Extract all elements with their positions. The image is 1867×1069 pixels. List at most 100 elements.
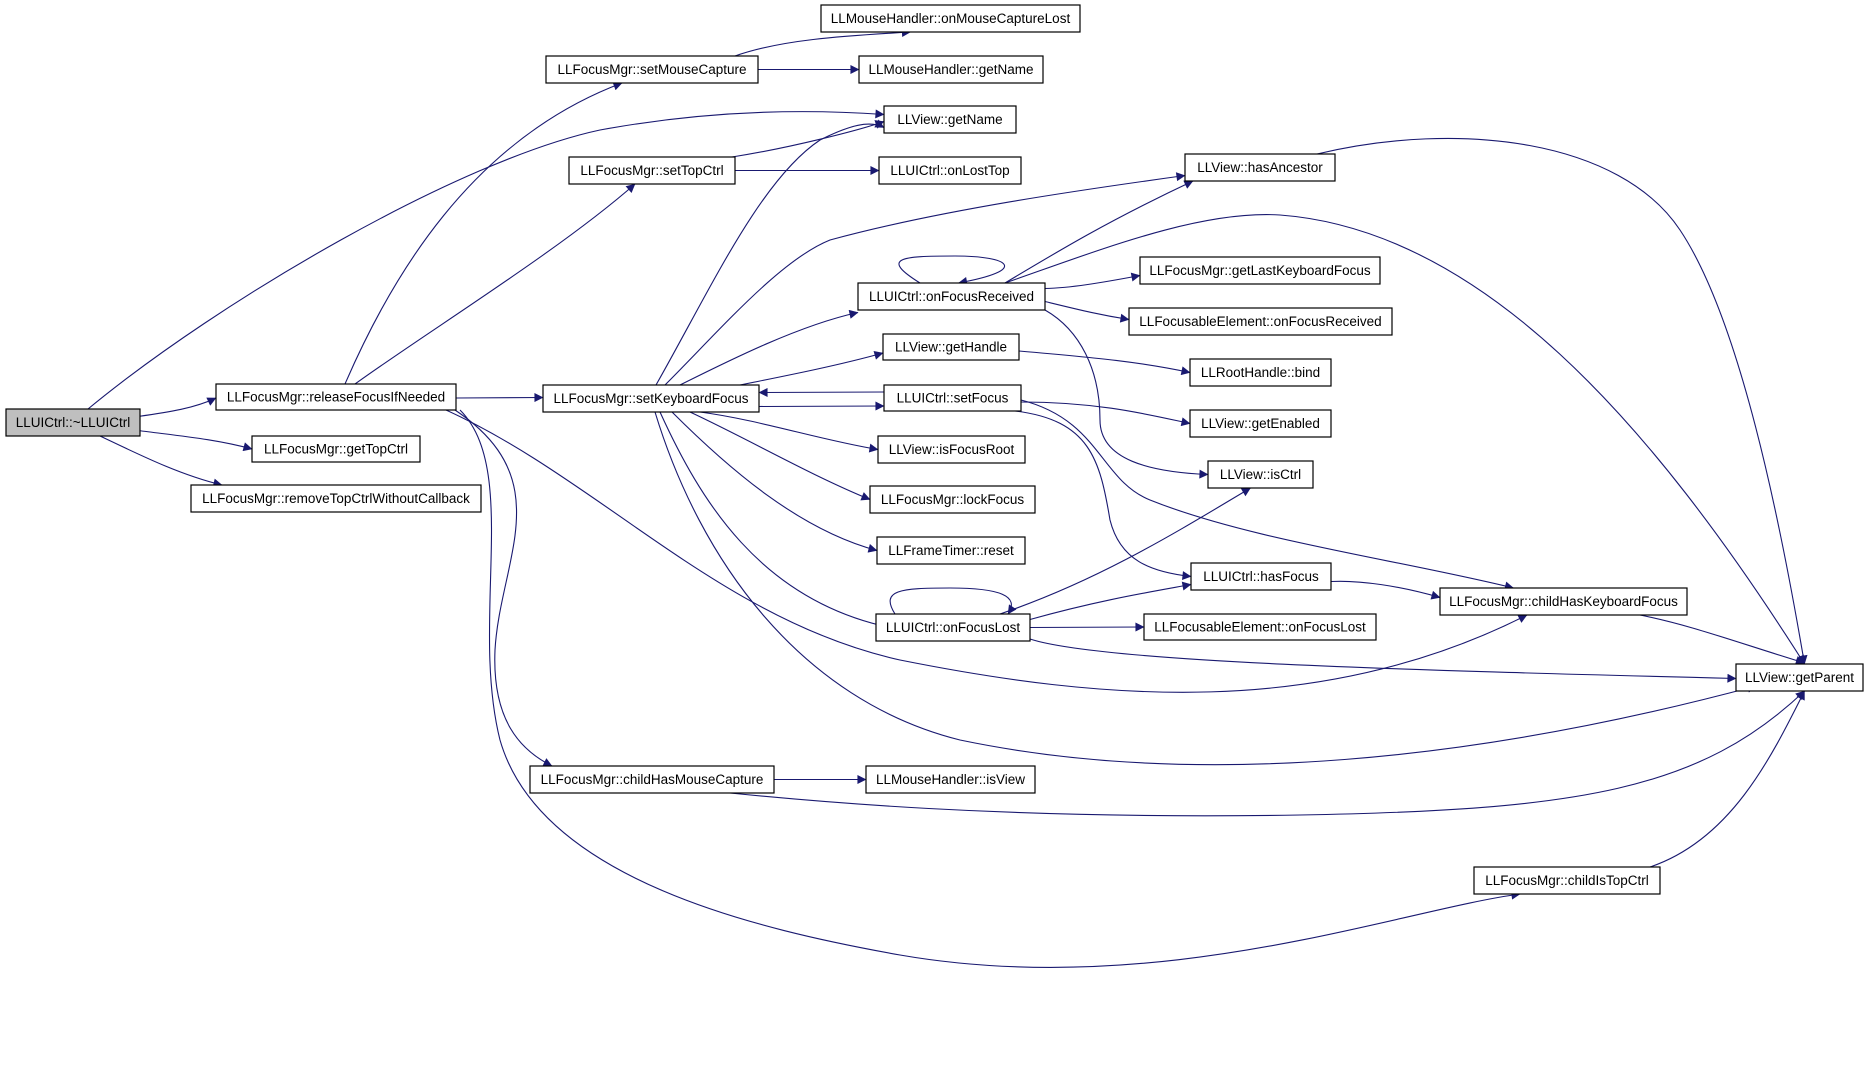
node-llfocusmgr-childhaskeyboardfocus[interactable]: LLFocusMgr::childHasKeyboardFocus bbox=[1439, 587, 1688, 616]
node-llfocusmgr-settopctrl[interactable]: LLFocusMgr::setTopCtrl bbox=[568, 156, 736, 185]
node-llview-gethandle[interactable]: LLView::getHandle bbox=[882, 333, 1020, 361]
node-box bbox=[542, 384, 760, 413]
node-llview-isfocusroot[interactable]: LLView::isFocusRoot bbox=[877, 435, 1026, 464]
node-llframetimer-reset[interactable]: LLFrameTimer::reset bbox=[876, 536, 1026, 565]
edge-n1-to-n24 bbox=[445, 409, 1528, 693]
node-box bbox=[1473, 866, 1661, 895]
edge-n15-to-n16 bbox=[1018, 350, 1191, 376]
node-lluictrl-hasfocus[interactable]: LLUICtrl::hasFocus bbox=[1190, 562, 1332, 591]
node-label: LLView::getHandle bbox=[895, 340, 1007, 355]
node-llview-hasancestor[interactable]: LLView::hasAncestor bbox=[1184, 153, 1336, 182]
node-llview-getname[interactable]: LLView::getName bbox=[883, 105, 1017, 134]
node-box bbox=[251, 435, 421, 463]
node-label: LLFrameTimer::reset bbox=[888, 543, 1014, 558]
node-box bbox=[1189, 358, 1332, 387]
node-lluictrl-setfocus[interactable]: LLUICtrl::setFocus bbox=[883, 384, 1022, 412]
edge-n12-to-n12 bbox=[898, 255, 1006, 286]
edge-n11-to-n27 bbox=[1316, 137, 1808, 665]
node-llfocusmgr-releasefocusifneeded[interactable]: LLFocusMgr::releaseFocusIfNeeded bbox=[215, 383, 457, 411]
node-lluictrl-onlosttop[interactable]: LLUICtrl::onLostTop bbox=[878, 156, 1022, 185]
edge-n25-to-n27 bbox=[1029, 638, 1737, 683]
node-llfocusmgr-getlastkeyboardfocus[interactable]: LLFocusMgr::getLastKeyboardFocus bbox=[1139, 256, 1381, 285]
node-llfocusableelement-onfocuslost[interactable]: LLFocusableElement::onFocusLost bbox=[1143, 613, 1377, 641]
edge-n10-to-n25 bbox=[659, 411, 891, 631]
node-box bbox=[820, 4, 1081, 33]
node-box bbox=[568, 156, 736, 185]
edge-n25-to-n26 bbox=[1029, 622, 1145, 632]
node-label: LLFocusMgr::setKeyboardFocus bbox=[553, 391, 748, 406]
node-llmousehandler-onmousecapturelost[interactable]: LLMouseHandler::onMouseCaptureLost bbox=[820, 4, 1081, 33]
node-label: LLFocusMgr::childHasMouseCapture bbox=[541, 772, 764, 787]
node-label: LLUICtrl::onFocusLost bbox=[886, 620, 1021, 635]
node-box bbox=[1439, 587, 1688, 616]
edge-n0-to-n1 bbox=[137, 397, 217, 418]
edge-n12-to-n27 bbox=[1004, 214, 1805, 665]
node-label: LLUICtrl::onFocusReceived bbox=[869, 289, 1034, 304]
node-label: LLMouseHandler::getName bbox=[868, 62, 1033, 77]
edge-n10-to-n21 bbox=[689, 411, 871, 501]
node-label: LLView::getParent bbox=[1745, 670, 1854, 685]
edge-n1-to-n8 bbox=[354, 183, 636, 385]
node-llfocusmgr-gettopctrl[interactable]: LLFocusMgr::getTopCtrl bbox=[251, 435, 421, 463]
node-box bbox=[869, 485, 1036, 514]
node-llview-isctrl[interactable]: LLView::isCtrl bbox=[1207, 460, 1314, 489]
edge-n10-to-n11 bbox=[664, 172, 1186, 386]
node-label: LLFocusMgr::setMouseCapture bbox=[557, 62, 746, 77]
edge-n17-to-n24 bbox=[1020, 399, 1514, 591]
node-box bbox=[1207, 460, 1314, 489]
node-label: LLFocusMgr::childIsTopCtrl bbox=[1485, 873, 1649, 888]
edge-n25-to-n20 bbox=[999, 487, 1251, 615]
node-label: LLUICtrl::onLostTop bbox=[890, 163, 1009, 178]
edge-n12-to-n14 bbox=[1044, 300, 1130, 323]
node-label: LLView::getEnabled bbox=[1201, 416, 1320, 431]
node-llfocusmgr-removetopctrlwithoutcallback[interactable]: LLFocusMgr::removeTopCtrlWithoutCallback bbox=[190, 484, 482, 513]
node-box bbox=[883, 105, 1017, 134]
edge-n17-to-n10 bbox=[758, 387, 885, 397]
edge-n10-to-n17 bbox=[758, 401, 885, 411]
node-label: LLView::isCtrl bbox=[1220, 467, 1301, 482]
node-box bbox=[875, 613, 1031, 642]
node-label: LLFocusMgr::setTopCtrl bbox=[580, 163, 723, 178]
node-llmousehandler-getname[interactable]: LLMouseHandler::getName bbox=[858, 55, 1044, 84]
node-llfocusmgr-setmousecapture[interactable]: LLFocusMgr::setMouseCapture bbox=[545, 55, 759, 84]
node-llfocusmgr-childistopctrl[interactable]: LLFocusMgr::childIsTopCtrl bbox=[1473, 866, 1661, 895]
edge-n10-to-n12 bbox=[679, 309, 859, 386]
edge-n10-to-n15 bbox=[739, 350, 884, 386]
node-box bbox=[865, 765, 1036, 794]
node-llfocusmgr-childhasmousecapture[interactable]: LLFocusMgr::childHasMouseCapture bbox=[529, 765, 775, 794]
node-llfocusmgr-lockfocus[interactable]: LLFocusMgr::lockFocus bbox=[869, 485, 1036, 514]
edge-n5-to-n6 bbox=[734, 27, 911, 57]
node-lluictrl-lluictrl[interactable]: LLUICtrl::~LLUICtrl bbox=[5, 408, 141, 437]
node-box bbox=[1128, 307, 1393, 336]
edge-n10-to-n4 bbox=[655, 119, 885, 386]
node-lluictrl-onfocuslost[interactable]: LLUICtrl::onFocusLost bbox=[875, 613, 1031, 642]
node-label: LLFocusMgr::getTopCtrl bbox=[264, 442, 408, 457]
node-box bbox=[878, 156, 1022, 185]
node-label: LLFocusMgr::lockFocus bbox=[881, 492, 1025, 507]
node-lluictrl-onfocusreceived[interactable]: LLUICtrl::onFocusReceived bbox=[857, 282, 1046, 311]
node-label: LLView::getName bbox=[897, 112, 1002, 127]
node-llmousehandler-isview[interactable]: LLMouseHandler::isView bbox=[865, 765, 1036, 794]
node-llfocusableelement-onfocusreceived[interactable]: LLFocusableElement::onFocusReceived bbox=[1128, 307, 1393, 336]
node-llfocusmgr-setkeyboardfocus[interactable]: LLFocusMgr::setKeyboardFocus bbox=[542, 384, 760, 413]
edge-n24-to-n27 bbox=[1639, 614, 1805, 665]
node-label: LLMouseHandler::onMouseCaptureLost bbox=[831, 11, 1071, 26]
edge-n10-to-n19 bbox=[699, 411, 879, 453]
node-llroothandle-bind[interactable]: LLRootHandle::bind bbox=[1189, 358, 1332, 387]
edge-n1-to-n10 bbox=[455, 393, 544, 403]
node-label: LLUICtrl::hasFocus bbox=[1203, 569, 1319, 584]
node-label: LLUICtrl::~LLUICtrl bbox=[16, 415, 130, 430]
node-label: LLFocusableElement::onFocusLost bbox=[1154, 620, 1366, 635]
node-box bbox=[857, 282, 1046, 311]
node-label: LLUICtrl::setFocus bbox=[897, 391, 1009, 406]
node-box bbox=[5, 408, 141, 437]
edge-n12-to-n20 bbox=[1044, 309, 1209, 479]
node-box bbox=[858, 55, 1044, 84]
node-llview-getparent[interactable]: LLView::getParent bbox=[1735, 663, 1864, 692]
node-llview-getenabled[interactable]: LLView::getEnabled bbox=[1189, 409, 1332, 438]
node-box bbox=[877, 435, 1026, 464]
node-box bbox=[883, 384, 1022, 412]
edge-n1-to-n28 bbox=[454, 409, 553, 767]
node-box bbox=[1139, 256, 1381, 285]
